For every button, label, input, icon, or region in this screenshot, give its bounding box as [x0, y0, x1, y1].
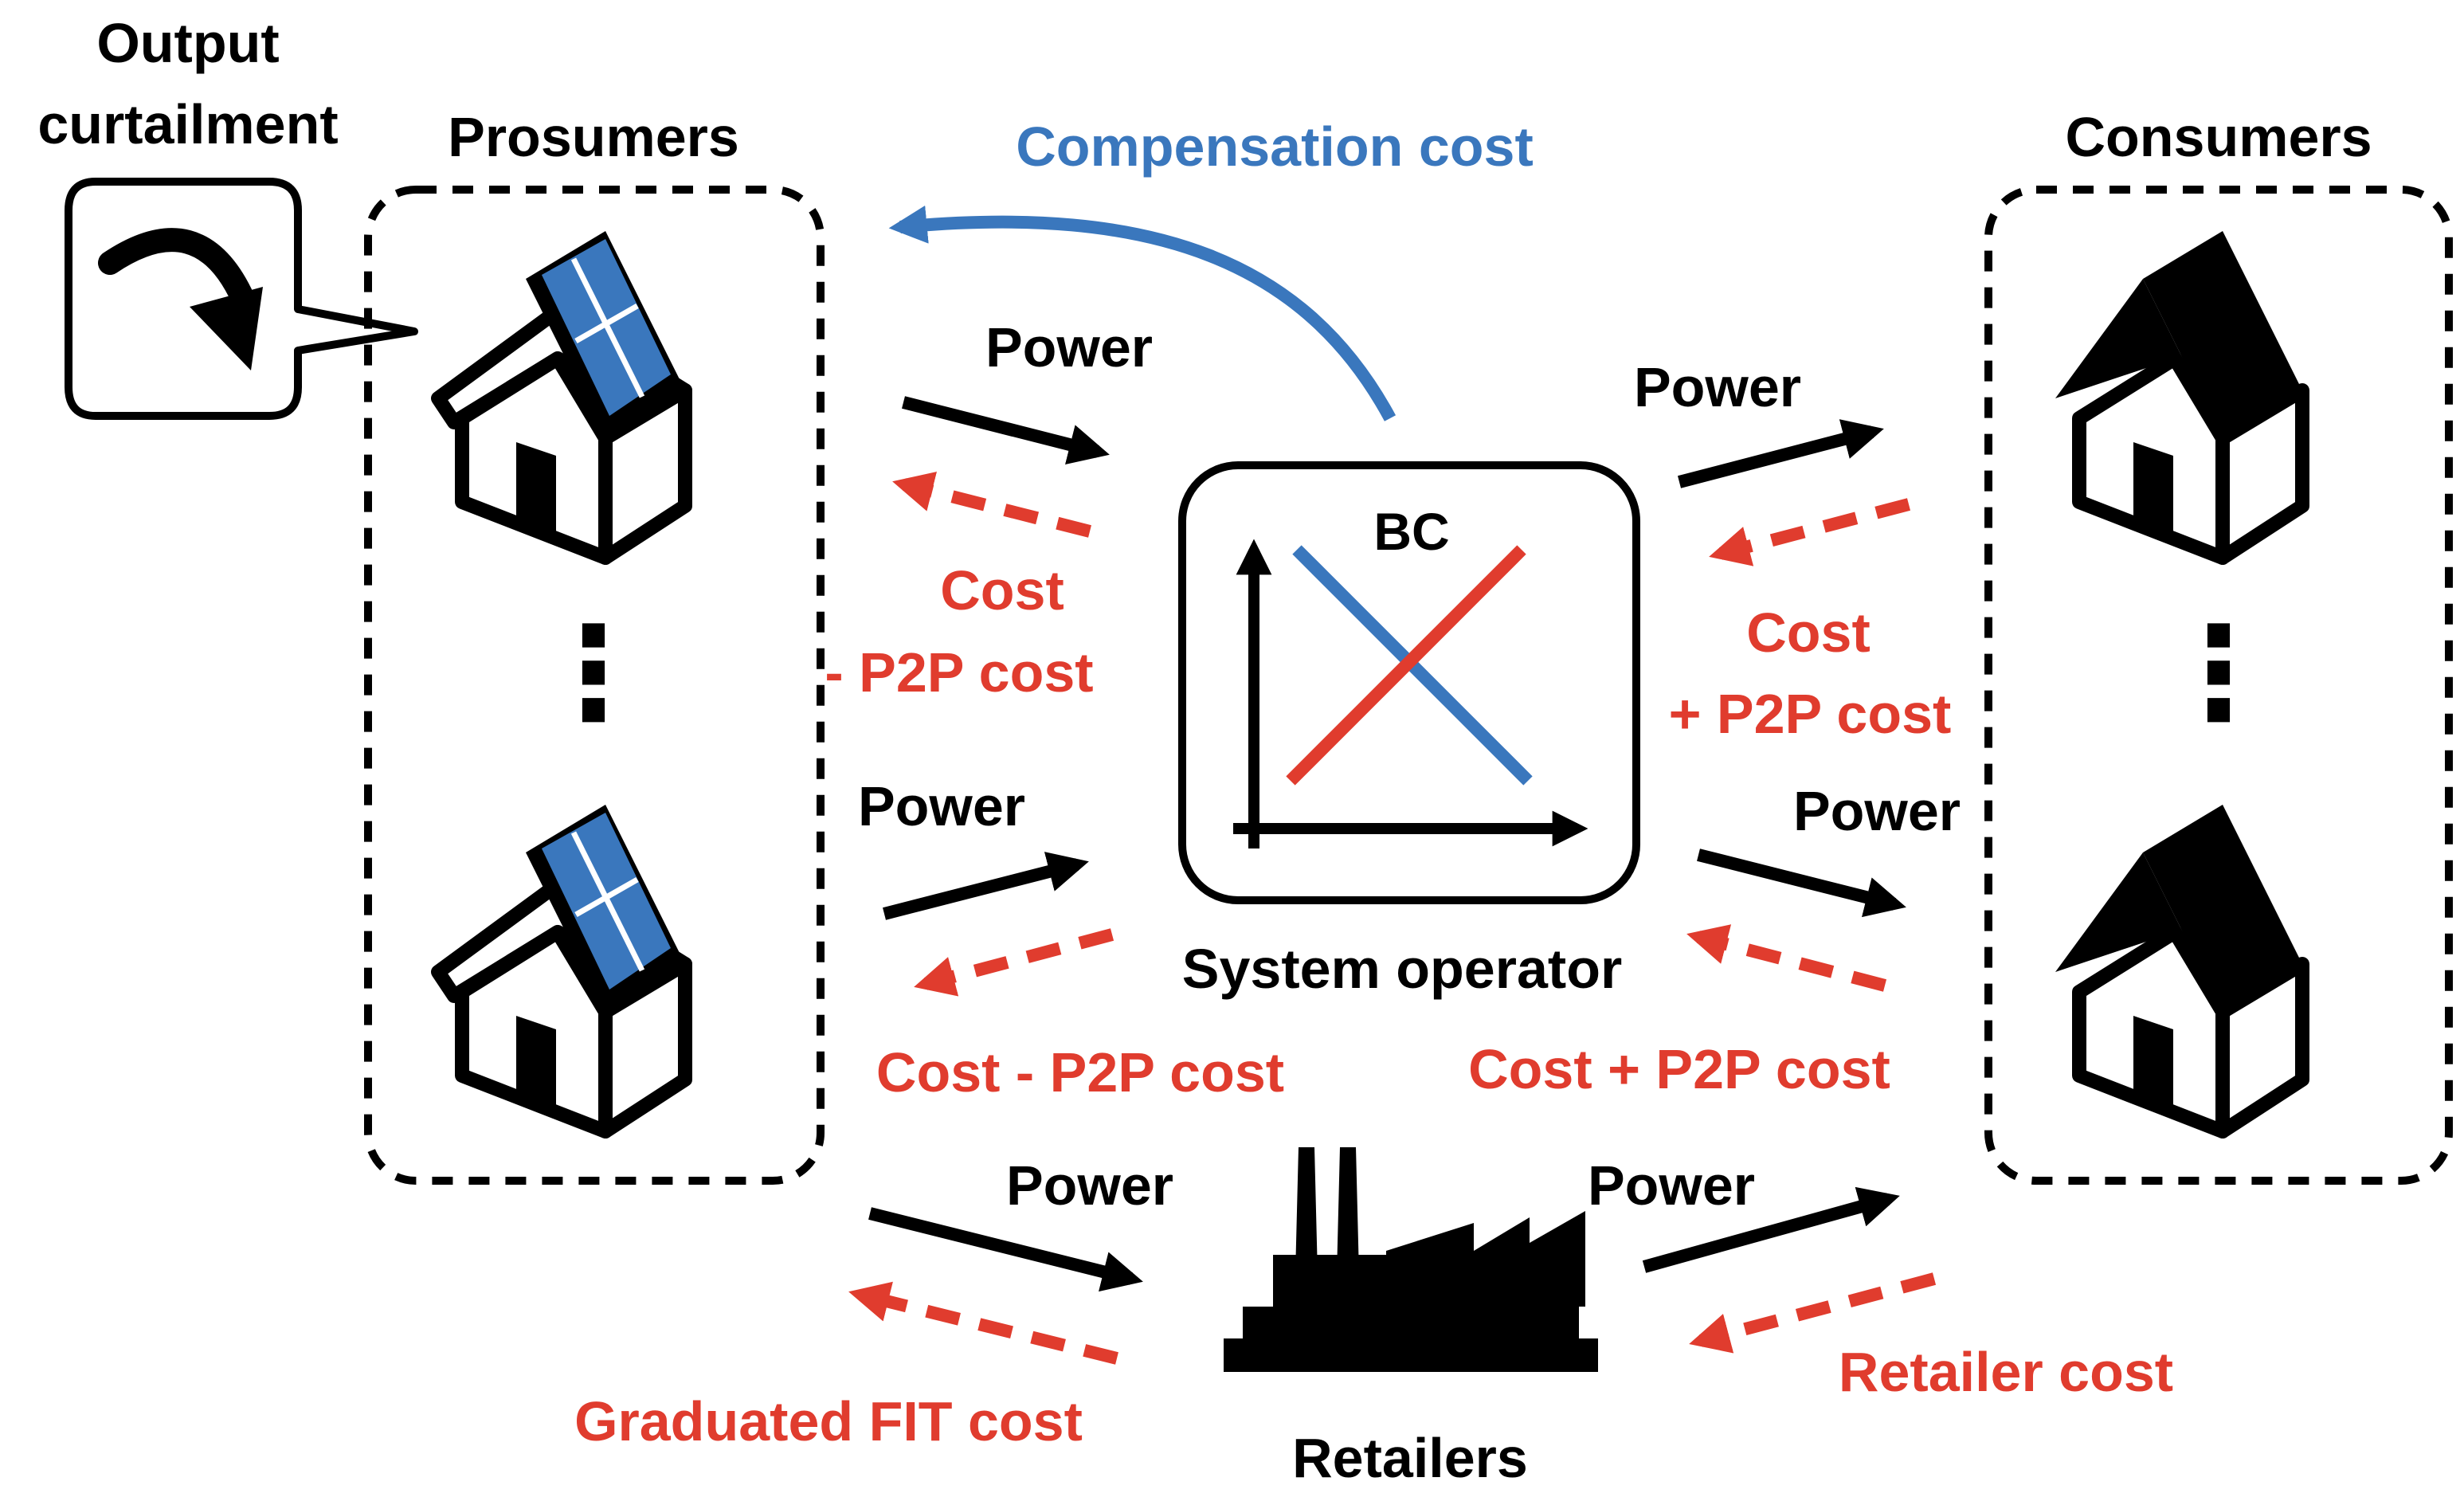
power-label-top-left: Power — [985, 316, 1153, 378]
consumers-ellipsis: ⋮ — [2155, 602, 2282, 744]
bc-label: BC — [1373, 502, 1449, 561]
power-label-mid-left: Power — [858, 775, 1025, 837]
cost-label-top-right-line1: Cost — [1746, 602, 1871, 664]
cost-arrow-bottom-left — [848, 1281, 1118, 1365]
system-operator-box — [1178, 461, 1640, 904]
cost-arrow-mid-right — [1686, 924, 1887, 992]
house-icon — [2055, 805, 2302, 1131]
power-label-mid-right: Power — [1793, 780, 1961, 842]
prosumers-group-box — [364, 186, 825, 1185]
power-label-bottom-right: Power — [1588, 1154, 1755, 1217]
consumers-group-box — [1984, 186, 2453, 1185]
cost-label-mid-left: Cost - P2P cost — [876, 1041, 1284, 1103]
cost-label-top-right-line2: + P2P cost — [1669, 683, 1952, 745]
compensation-cost-label: Compensation cost — [1016, 116, 1534, 178]
cost-arrow-mid-left — [914, 928, 1114, 997]
power-arrow-mid-left — [883, 852, 1089, 920]
solar-house-icon — [438, 231, 685, 558]
graduated-fit-cost-label: Graduated FIT cost — [574, 1390, 1083, 1452]
consumers-label: Consumers — [2065, 106, 2372, 168]
power-arrow-bottom-left — [868, 1207, 1143, 1292]
power-arrow-bottom-right — [1642, 1186, 1900, 1273]
output-curtailment-label-line1: Output — [96, 12, 279, 74]
house-icon — [2055, 231, 2302, 558]
chart-icon — [1233, 539, 1588, 848]
prosumers-ellipsis: ⋮ — [530, 602, 657, 744]
power-arrow-top-left — [902, 396, 1110, 464]
curved-arrow-icon — [98, 228, 263, 370]
retailers-label: Retailers — [1292, 1427, 1528, 1489]
power-label-bottom-left: Power — [1006, 1154, 1173, 1217]
cost-arrow-top-right — [1709, 498, 1911, 566]
power-label-top-right: Power — [1634, 356, 1801, 418]
system-operator-label: System operator — [1182, 938, 1622, 1000]
prosumers-label: Prosumers — [448, 106, 739, 168]
cost-arrow-bottom-right — [1689, 1272, 1937, 1354]
power-arrow-mid-right — [1697, 848, 1906, 918]
power-arrow-top-right — [1677, 419, 1884, 488]
cost-arrow-top-left — [892, 471, 1091, 538]
output-curtailment-label-line2: curtailment — [37, 93, 338, 155]
solar-house-icon — [438, 805, 685, 1131]
cost-label-top-left-line1: Cost — [940, 559, 1064, 621]
cost-label-mid-right: Cost + P2P cost — [1468, 1038, 1890, 1100]
factory-icon — [1224, 1147, 1598, 1372]
compensation-cost-arrow — [888, 205, 1397, 421]
cost-label-top-left-line2: - P2P cost — [825, 641, 1093, 703]
retailer-cost-label: Retailer cost — [1839, 1341, 2173, 1403]
